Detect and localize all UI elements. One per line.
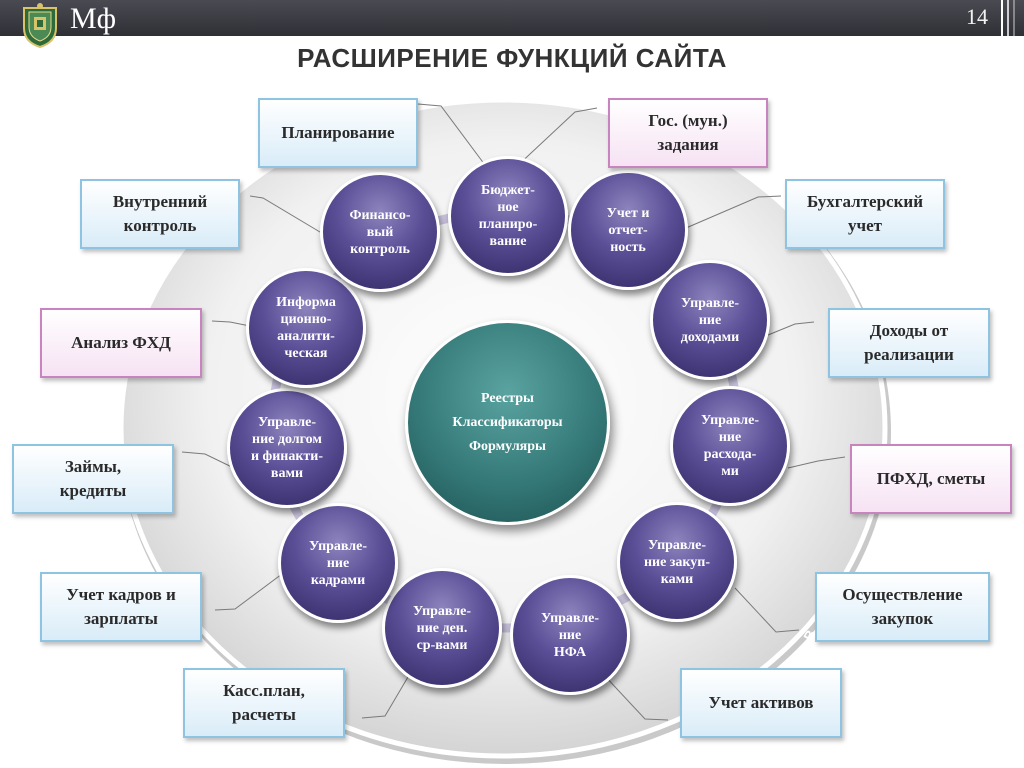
node-cash-management: Управле- ние ден. ср-вами <box>382 568 502 688</box>
node-budget-planning: Бюджет- ное планиро- вание <box>448 156 568 276</box>
node-label: Управле- ние расхода- ми <box>700 413 760 479</box>
header-bar <box>0 0 1024 36</box>
node-label: Управле- ние долгом и финакти- вами <box>250 415 324 481</box>
node-income-management: Управле- ние доходами <box>650 260 770 380</box>
node-hr-management: Управле- ние кадрами <box>278 503 398 623</box>
node-label: Информа ционно- аналити- ческая <box>276 295 336 361</box>
box-sales-income: Доходы от реализации <box>828 308 990 378</box>
box-cash-plan: Касс.план, расчеты <box>183 668 345 738</box>
node-information-analytics: Информа ционно- аналити- ческая <box>246 268 366 388</box>
box-assets: Учет активов <box>680 668 842 738</box>
box-gov-tasks: Гос. (мун.) задания <box>608 98 768 168</box>
node-label: Бюджет- ное планиро- вание <box>478 183 538 249</box>
node-label: Управле- ние ден. ср-вами <box>412 603 472 653</box>
page-number: 14 <box>966 4 988 29</box>
box-hr-salary: Учет кадров и зарплаты <box>40 572 202 642</box>
node-expense-management: Управле- ние расхода- ми <box>670 386 790 506</box>
hub-circle: Реестры Классификаторы Формуляры <box>405 320 610 525</box>
node-label: Финансо- вый контроль <box>349 207 411 257</box>
node-label: Управле- ние доходами <box>680 295 740 345</box>
box-pfhd: ПФХД, сметы <box>850 444 1012 514</box>
node-debt-management: Управле- ние долгом и финакти- вами <box>227 388 347 508</box>
node-accounting-reporting: Учет и отчет- ность <box>568 170 688 290</box>
node-procurement-management: Управле- ние закуп- ками <box>617 502 737 622</box>
brand-logo-text: Мф <box>70 2 117 35</box>
hub-line-registers: Реестры <box>481 390 534 406</box>
node-label: Управле- ние НФА <box>540 610 600 660</box>
node-label: Учет и отчет- ность <box>606 205 650 255</box>
box-loans: Займы, кредиты <box>12 444 174 514</box>
node-financial-control: Финансо- вый контроль <box>320 172 440 292</box>
slide-title: РАСШИРЕНИЕ ФУНКЦИЙ САЙТА <box>297 43 727 73</box>
box-bookkeeping: Бухгалтерский учет <box>785 179 945 249</box>
hub-line-classifiers: Классификаторы <box>452 414 563 430</box>
corner-decoration <box>1001 0 1015 36</box>
emblem-icon <box>23 3 57 48</box>
node-nfa-management: Управле- ние НФА <box>510 575 630 695</box>
box-internal-control: Внутренний контроль <box>80 179 240 249</box>
node-label: Управле- ние кадрами <box>308 538 368 588</box>
box-planning: Планирование <box>258 98 418 168</box>
node-label: Управле- ние закуп- ками <box>643 537 711 587</box>
hub-line-forms: Формуляры <box>469 438 546 454</box>
box-fhd-analysis: Анализ ФХД <box>40 308 202 378</box>
box-procurement: Осуществление закупок <box>815 572 990 642</box>
